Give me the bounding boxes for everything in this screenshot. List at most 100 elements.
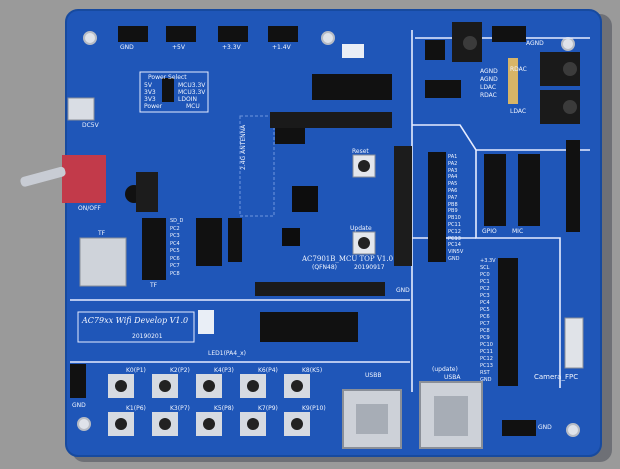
power-option: 5V <box>144 82 152 89</box>
gpio-header-small <box>228 218 242 262</box>
power-select-box <box>139 71 209 113</box>
top-header-2x <box>312 74 392 100</box>
audio-jacks <box>425 22 580 124</box>
tact-cap <box>115 418 127 430</box>
label-3v3: +3.3V <box>222 44 241 51</box>
small-header <box>425 80 461 98</box>
label-onoff: ON/OFF <box>78 205 101 212</box>
pin-label: PA5 <box>448 181 458 188</box>
right-header-a <box>394 146 412 266</box>
pin-label: PC9 <box>480 335 490 341</box>
pin-label: PC7 <box>480 321 490 327</box>
header-gnd <box>118 26 148 42</box>
power-mcu-option: MCU <box>186 103 200 110</box>
button-label: K5(P8) <box>214 405 234 412</box>
pin-label: PA3 <box>448 167 458 174</box>
camera-header <box>498 258 518 386</box>
pin-label: PC11 <box>480 349 493 355</box>
tact-cap <box>115 380 127 392</box>
pin-label: PB8 <box>448 201 458 208</box>
label-gnd-bottom-right: GND <box>538 424 552 431</box>
audio-jack-hole <box>563 62 577 76</box>
usb-a-inner <box>434 396 468 436</box>
power-input <box>20 97 158 212</box>
mic-header-block <box>518 154 540 226</box>
pin-label: PC2 <box>480 286 490 292</box>
label-mcu-top: AC7901B_MCU TOP V1.0 <box>302 255 394 263</box>
tact-cap <box>159 380 171 392</box>
pin-label: PB10 <box>448 215 461 222</box>
usb-b-inner <box>356 404 388 434</box>
pin-label: PA4 <box>448 174 458 181</box>
tact-cap <box>247 380 259 392</box>
button-label: K7(P9) <box>258 405 278 412</box>
bottom-left-header <box>70 364 86 398</box>
small-label: AGND <box>480 68 498 75</box>
tactile-buttons <box>108 374 310 436</box>
pin-label: PC5 <box>480 307 490 313</box>
pin-label: PC12 <box>448 228 461 235</box>
tf-header <box>142 218 166 280</box>
small-label: RDAC <box>480 92 497 99</box>
pin-label: PC4 <box>480 300 490 306</box>
pin-label: PC8 <box>480 328 490 334</box>
board-title: AC79xx Wifi Develop V1.0 <box>82 316 189 325</box>
label-agnd: AGND <box>526 40 544 47</box>
tact-cap <box>203 380 215 392</box>
label-gnd-mid: GND <box>396 287 410 294</box>
label-tf: TF <box>98 230 106 237</box>
power-mcu-option: MCU3.3V <box>178 89 206 96</box>
pin-label: RST <box>480 370 490 376</box>
bottom-right-header <box>502 420 536 436</box>
audio-jack-hole <box>463 36 477 50</box>
button-label: K3(P7) <box>170 405 190 412</box>
button-label: K4(P3) <box>214 367 234 374</box>
electrolytic-cap <box>136 172 158 212</box>
button-label: K6(P4) <box>258 367 278 374</box>
mounting-hole <box>321 31 335 45</box>
smd-component <box>198 310 214 334</box>
pin-label: PC14 <box>448 242 461 249</box>
small-label: AGND <box>480 76 498 83</box>
smd-part <box>342 44 364 58</box>
button-label: K0(P1) <box>126 367 146 374</box>
regulator-chip <box>282 228 300 246</box>
header-agnd <box>492 26 526 42</box>
pin-label: PC6 <box>480 314 490 320</box>
label-camera-fpc: Camera_FPC <box>534 373 579 381</box>
pin-label: PC11 <box>448 222 461 228</box>
pin-label: PC3 <box>480 293 490 299</box>
update-button-cap <box>358 237 370 249</box>
tact-cap <box>291 380 303 392</box>
dc-jack <box>67 97 95 121</box>
small-header <box>425 40 445 60</box>
antenna-zone <box>239 115 275 217</box>
label-gnd-top: GND <box>120 44 134 51</box>
audio-jack-hole <box>563 100 577 114</box>
button-label: K1(P6) <box>126 405 146 412</box>
header-5v <box>166 26 196 42</box>
smd-resistors <box>508 58 518 104</box>
pin-label: PA6 <box>448 188 458 194</box>
label-usba-update: (update) <box>432 366 458 373</box>
silk-line <box>412 124 561 388</box>
top-header-row <box>270 112 392 128</box>
label-gnd-bottom-left: GND <box>72 402 86 409</box>
mounting-hole <box>83 31 97 45</box>
pcb-board <box>65 9 602 457</box>
mounting-hole <box>77 417 91 431</box>
toggle-lever <box>20 166 66 187</box>
mounting-hole <box>566 423 580 437</box>
pin-label: GND <box>448 256 460 262</box>
gpio-header-block <box>484 154 506 226</box>
pin-label: VIN5V <box>448 249 464 256</box>
power-mcu-option: MCU3.3V <box>178 82 206 89</box>
power-select-title: Power Select <box>148 74 187 81</box>
tf-card-slot <box>79 237 127 287</box>
label-led: LED1(PA4_x) <box>208 350 246 357</box>
power-mcu-option: LDOIN <box>178 96 197 103</box>
pin-label: PC5 <box>170 248 180 254</box>
bottom-header-2x <box>260 312 358 342</box>
pin-label: PC12 <box>480 356 493 362</box>
